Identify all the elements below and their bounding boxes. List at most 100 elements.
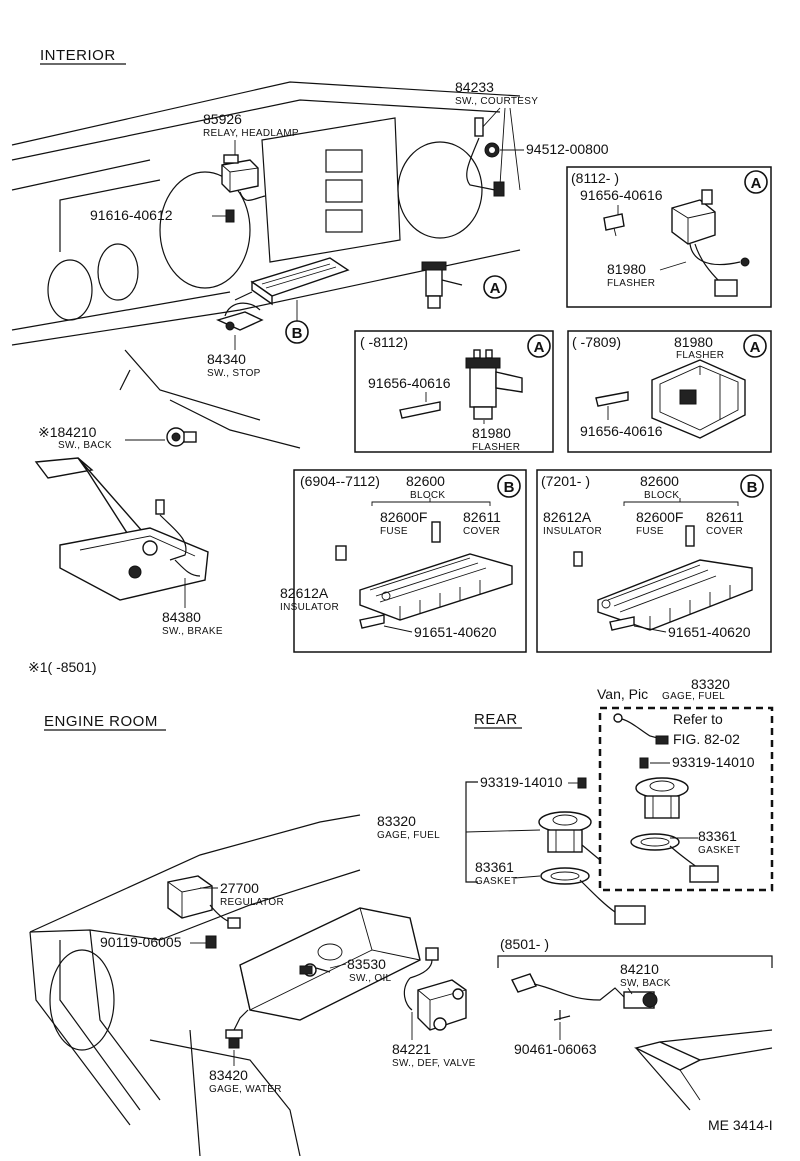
part-desc-84380: SW., BRAKE	[162, 626, 223, 637]
inset-b1-desc-82611: COVER	[463, 526, 500, 537]
inset-a2-marker	[527, 334, 551, 358]
part-number-84340: 84340	[207, 351, 246, 367]
def-valve-switch-84221	[403, 947, 467, 1031]
water-gage-83420	[225, 1009, 249, 1049]
part-number-91616: 91616-40612	[90, 207, 173, 223]
rear-body-outline	[633, 1029, 773, 1111]
fuel-gage-83320-b	[635, 777, 689, 819]
dashboard-illustration	[11, 81, 521, 449]
part-desc-83320-b: GAGE, FUEL	[662, 691, 725, 702]
inset-a3-part-91656: 91656-40616	[580, 423, 663, 439]
part-number-184210: ※184210	[38, 424, 97, 440]
part-desc-84210: SW, BACK	[620, 978, 671, 989]
bolt-91656	[603, 213, 625, 237]
screw-90119	[205, 935, 217, 949]
svg-text:B: B	[747, 479, 758, 496]
part-number-84233: 84233	[455, 79, 494, 95]
inset-a2-desc-81980: FLASHER	[472, 442, 520, 453]
part-number-27700: 27700	[220, 880, 259, 896]
inset-a1: (8112- ) A 91656-40616 81980 FLASHER	[566, 166, 772, 308]
inset-b1-part-91651: 91651-40620	[414, 624, 497, 640]
inset-a2-range: ( -8112)	[360, 334, 408, 350]
part-number-94512: 94512-00800	[526, 141, 609, 157]
screw-93319-a	[577, 777, 587, 789]
inset-b1-desc-82612A: INSULATOR	[280, 602, 339, 613]
part-number-93319-a: 93319-14010	[480, 774, 563, 790]
screw-91656-a3	[595, 391, 629, 407]
inset-b1-desc-82600: BLOCK	[410, 490, 445, 501]
part-desc-83320-a: GAGE, FUEL	[377, 830, 440, 841]
back-switch-84210	[511, 973, 658, 1021]
part-desc-83420: GAGE, WATER	[209, 1084, 282, 1095]
fuse-82600F	[431, 521, 441, 543]
screw-91656-a2	[399, 401, 441, 419]
flasher-81980-new	[671, 189, 750, 297]
flasher-81980-early	[651, 359, 746, 439]
courtesy-switch	[466, 117, 505, 197]
part-number-83320-b: 83320	[691, 676, 730, 692]
inset-b1-part-82611: 82611	[463, 509, 501, 525]
screw-91616	[225, 209, 235, 223]
stop-switch	[216, 302, 264, 331]
van-pic-box	[598, 706, 774, 892]
section-title-engine-room: ENGINE ROOM	[44, 713, 158, 730]
inset-b2-part-82600: 82600	[640, 473, 679, 489]
inset-a1-part-91656: 91656-40616	[580, 187, 663, 203]
inset-a3-desc-81980: FLASHER	[676, 350, 724, 361]
refer-text-2: FIG. 82-02	[673, 731, 740, 747]
part-desc-83530: SW., OIL	[349, 973, 392, 984]
inset-b2-desc-82611: COVER	[706, 526, 743, 537]
inset-b2-part-82600F: 82600F	[636, 509, 683, 525]
inset-b2: (7201- ) 82600 BLOCK B 82612A INSULATOR …	[536, 469, 772, 653]
inset-a1-desc-81980: FLASHER	[607, 278, 655, 289]
part-number-84210: 84210	[620, 961, 659, 977]
inset-a1-range: (8112- )	[571, 170, 619, 186]
part-number-90119: 90119-06005	[100, 934, 182, 950]
section-title-interior: INTERIOR	[40, 47, 116, 64]
part-number-83530: 83530	[347, 956, 386, 972]
inset-b1-desc-82600F: FUSE	[380, 526, 408, 537]
inset-a3-part-81980: 81980	[674, 334, 713, 350]
inset-a3-marker	[743, 334, 767, 358]
inset-b2-part-82611: 82611	[706, 509, 744, 525]
svg-text:B: B	[292, 325, 303, 342]
insulator-82612A	[335, 545, 347, 561]
svg-text:A: A	[534, 339, 545, 356]
inset-a2: ( -8112) A 91656-40616 81980 FLASHER	[354, 330, 554, 453]
part-number-84221: 84221	[392, 1041, 431, 1057]
fuse-block-b	[234, 257, 350, 306]
inset-b1: (6904--7112) 82600 BLOCK B 82600F FUSE 8…	[280, 469, 527, 653]
inset-b2-part-82612A: 82612A	[543, 509, 592, 525]
part-number-84380: 84380	[162, 609, 201, 625]
part-desc-184210: SW., BACK	[58, 440, 112, 451]
part-desc-84221: SW., DEF, VALVE	[392, 1058, 476, 1069]
section-title-rear: REAR	[474, 711, 518, 728]
part-number-93319-b: 93319-14010	[672, 754, 755, 770]
flasher-81980-old	[465, 349, 523, 420]
inset-a3-range: ( -7809)	[572, 334, 621, 350]
engine-bay-illustration	[29, 814, 421, 1157]
oil-switch-83530	[299, 963, 331, 977]
part-desc-84340: SW., STOP	[207, 368, 261, 379]
inset-b2-part-91651: 91651-40620	[668, 624, 751, 640]
part-number-83320-a: 83320	[377, 813, 416, 829]
inset-b2-desc-82612A: INSULATOR	[543, 526, 602, 537]
gasket-83361-b	[630, 833, 719, 883]
inset-b1-marker	[497, 474, 521, 498]
headlamp-relay	[221, 154, 266, 201]
back-switch	[166, 427, 197, 447]
part-desc-83361-b: GASKET	[698, 845, 740, 856]
van-pic-label: Van, Pic	[597, 686, 648, 702]
part-number-83420: 83420	[209, 1067, 248, 1083]
svg-text:A: A	[750, 339, 761, 356]
fuse-block-82600-new	[597, 559, 753, 631]
callout-a-marker	[483, 275, 507, 299]
refer-text-1: Refer to	[673, 711, 723, 727]
clip-94512	[484, 142, 500, 158]
part-desc-84233: SW., COURTESY	[455, 96, 538, 107]
svg-text:A: A	[751, 175, 762, 192]
inset-a2-part-91656: 91656-40616	[368, 375, 451, 391]
part-desc-27700: REGULATOR	[220, 897, 284, 908]
